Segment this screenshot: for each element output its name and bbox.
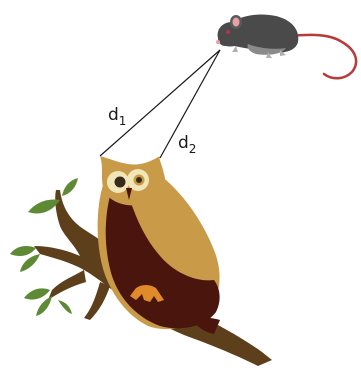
owl-icon: [98, 156, 220, 334]
mouse-nose: [216, 40, 220, 44]
leaf: [10, 246, 36, 256]
distance-lines: [100, 50, 220, 158]
owl-left-pupil: [115, 177, 126, 188]
leaf: [28, 200, 60, 214]
leaf: [62, 178, 78, 196]
leaf: [20, 254, 40, 272]
mouse-icon: [216, 15, 356, 79]
label-d1: d1: [108, 105, 126, 128]
mouse-eye: [226, 30, 230, 34]
label-d2: d2: [178, 133, 196, 156]
leaf: [24, 288, 50, 299]
distance-line-d1: [100, 50, 220, 156]
mouse-tail: [290, 35, 356, 78]
leaf: [58, 300, 72, 314]
leaf: [36, 296, 52, 316]
